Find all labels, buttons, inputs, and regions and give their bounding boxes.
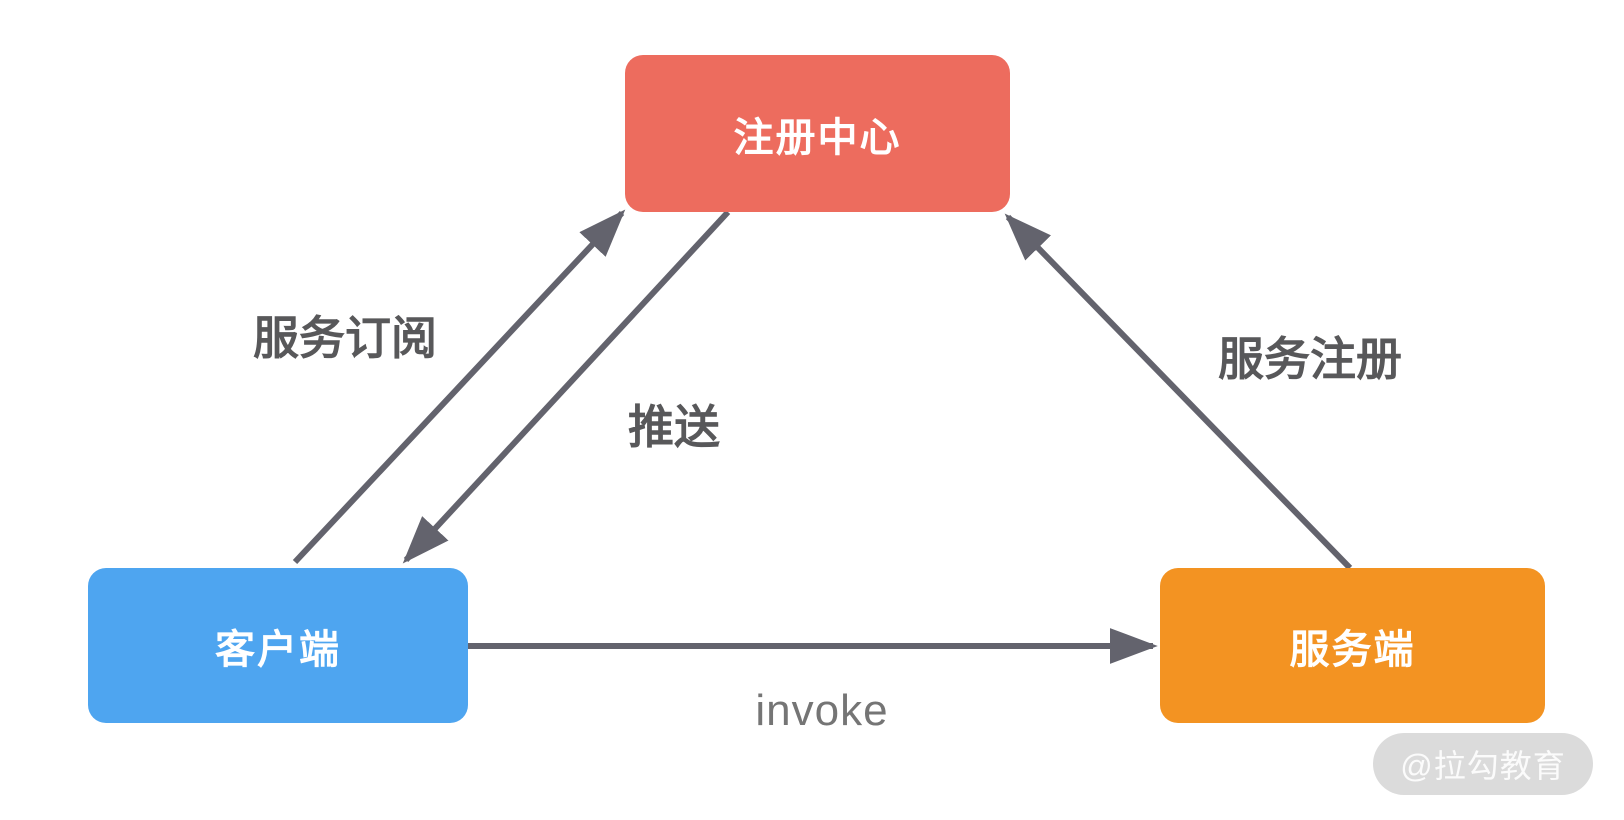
register-edge-label: 服务注册 — [1218, 333, 1402, 385]
invoke-edge-label: invoke — [755, 686, 889, 735]
watermark-badge: @拉勾教育 — [1373, 733, 1593, 795]
watermark-text: @拉勾教育 — [1400, 748, 1566, 784]
registry-node-label: 注册中心 — [733, 115, 902, 160]
push-edge-label: 推送 — [628, 401, 720, 453]
subscribe-arrow — [292, 209, 626, 565]
registry-node: 注册中心 — [625, 55, 1010, 212]
client-node-label: 客户端 — [215, 627, 341, 672]
subscribe-edge-label: 服务订阅 — [253, 312, 437, 364]
push-arrow — [402, 209, 731, 564]
server-node: 服务端 — [1160, 568, 1545, 723]
server-node-label: 服务端 — [1289, 627, 1416, 672]
register-arrow — [1004, 213, 1353, 571]
client-node: 客户端 — [88, 568, 468, 723]
